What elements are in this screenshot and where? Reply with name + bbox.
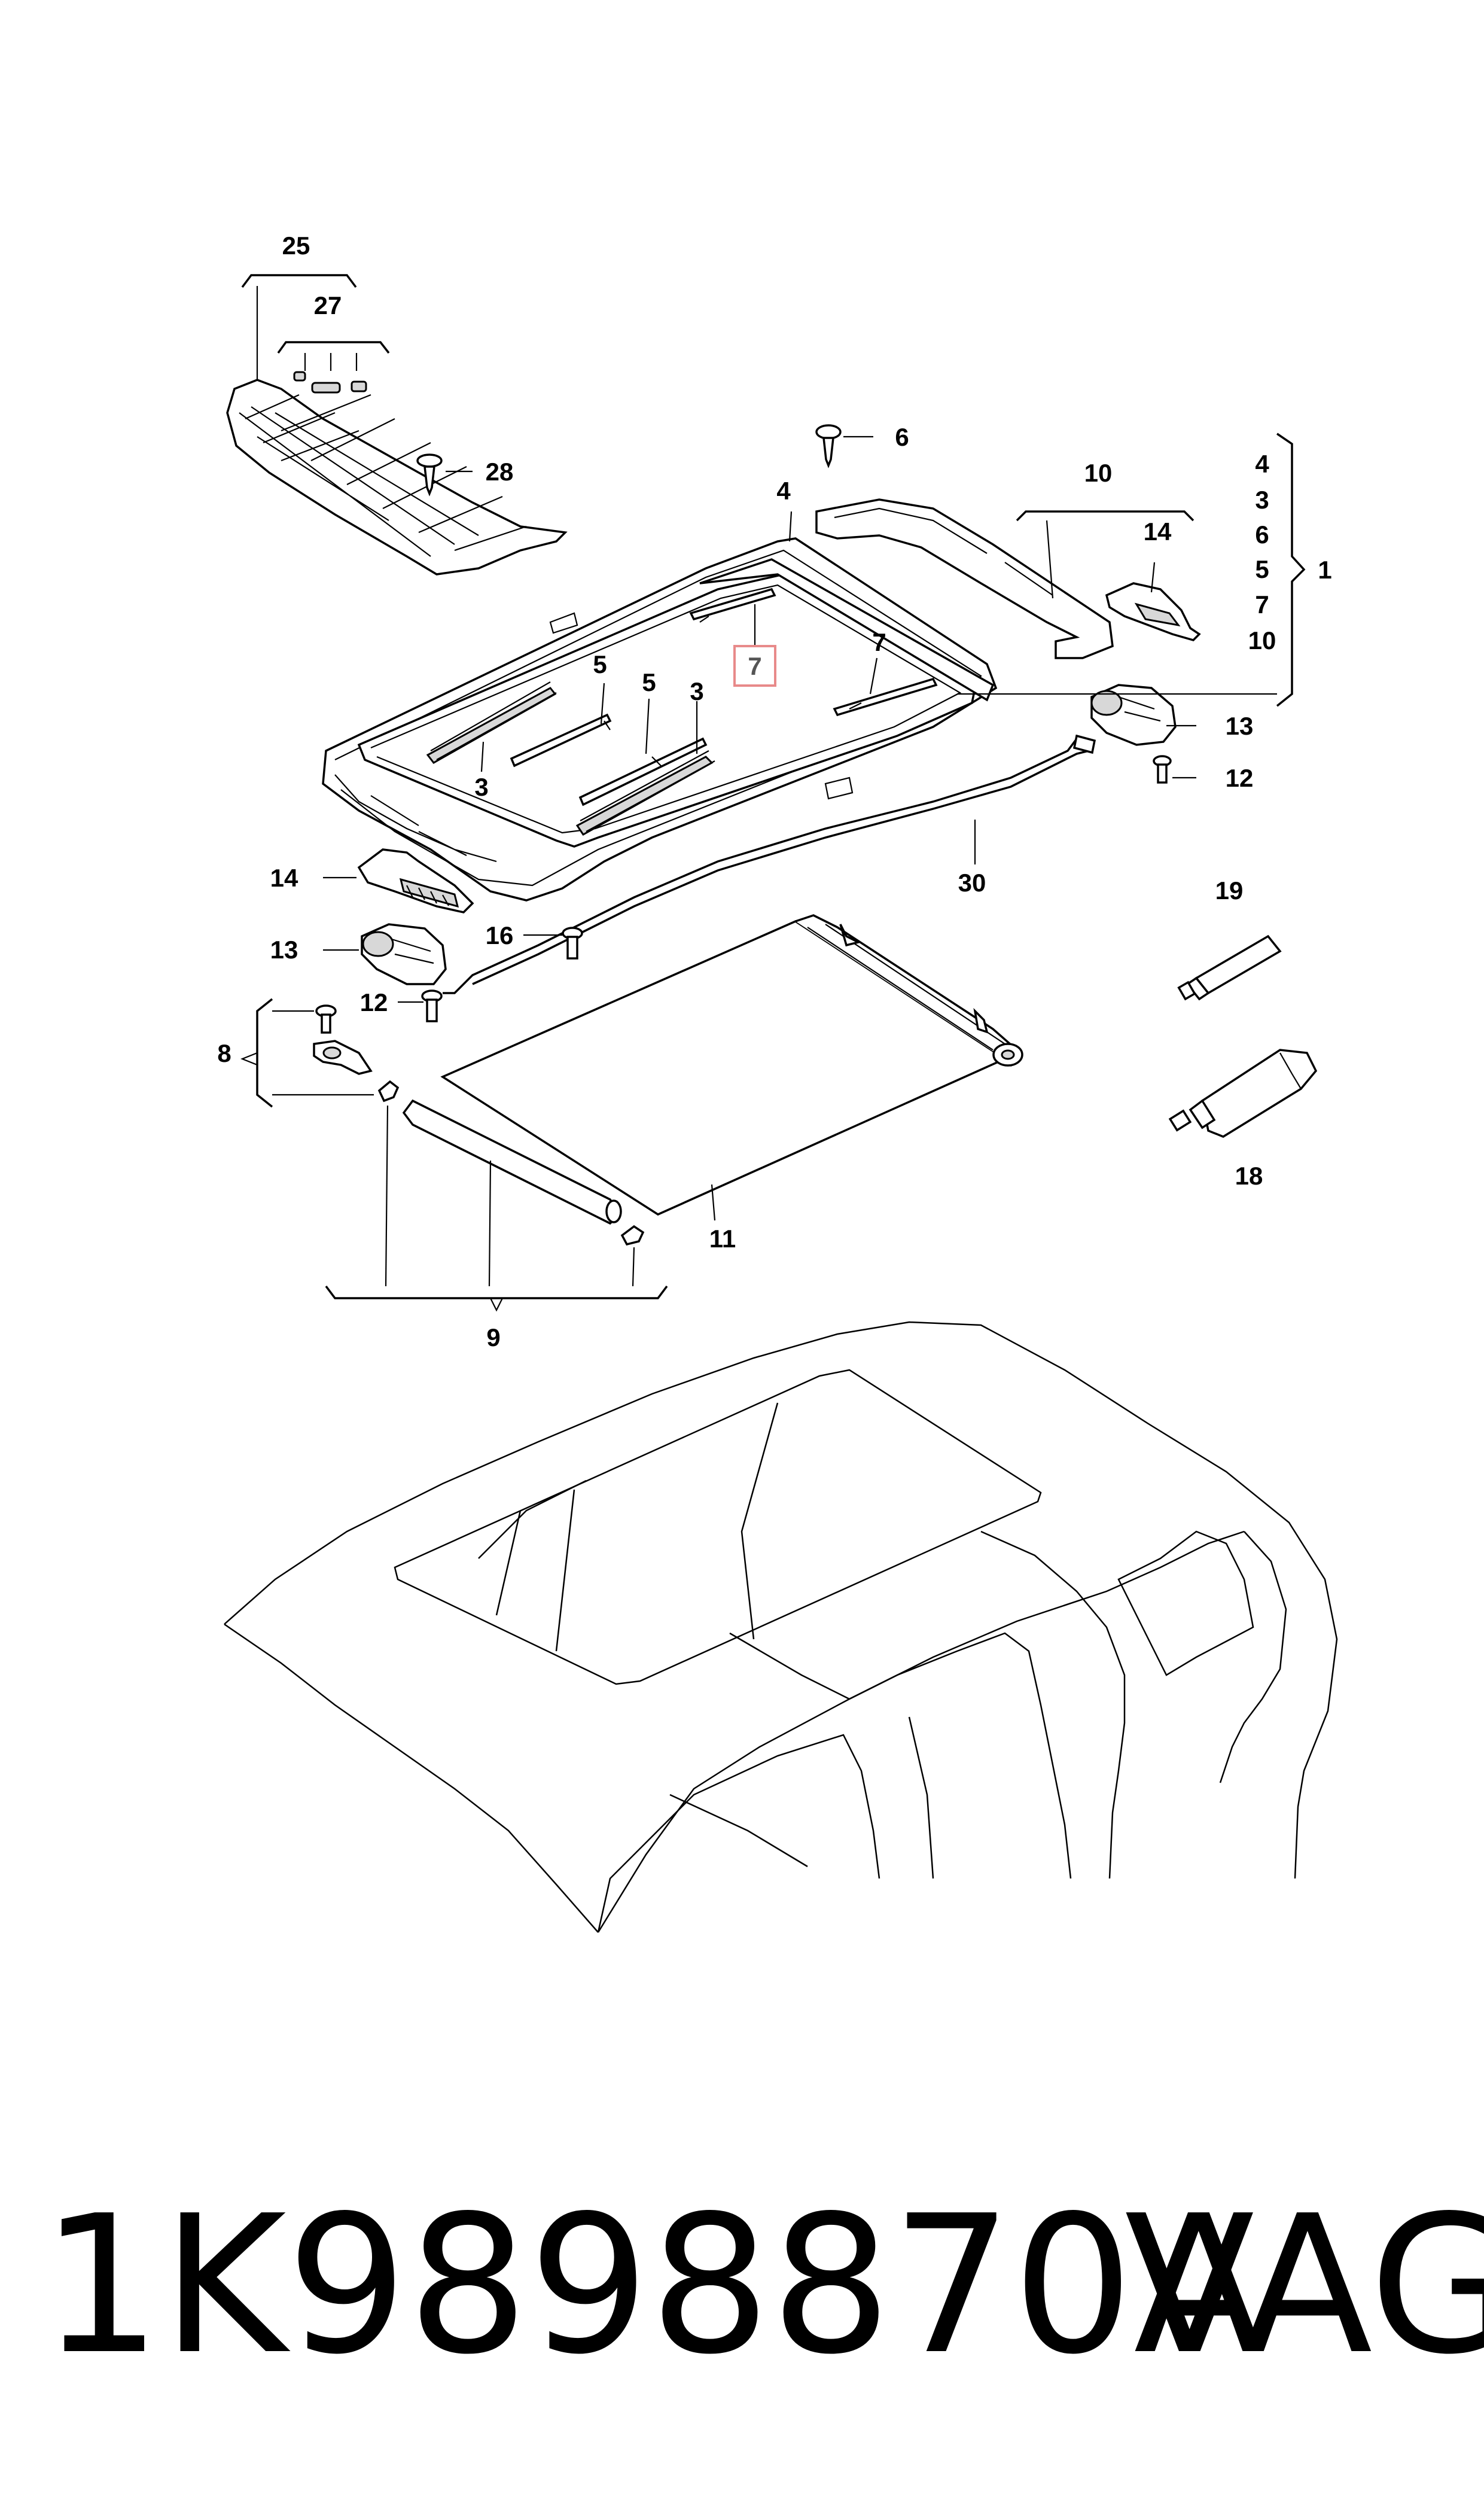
callout-5-left: 5: [593, 650, 607, 678]
tube-19: [1177, 934, 1282, 1001]
motor-13-right: [1090, 684, 1196, 784]
group-item-3: 3: [1255, 486, 1269, 514]
screw-6: [815, 424, 873, 468]
group-item-5: 5: [1255, 555, 1269, 583]
highlight-box: [733, 645, 776, 687]
group-label-1: 1: [1318, 556, 1331, 584]
callout-11: 11: [709, 1225, 736, 1253]
callout-14-left: 14: [270, 864, 298, 892]
bracket-9: [325, 1105, 668, 1312]
leader-lines: [480, 511, 878, 772]
car-outline: [224, 1321, 1338, 1933]
callout-19: 19: [1215, 876, 1244, 905]
group-item-7: 7: [1255, 590, 1269, 619]
tube-18: [1168, 1049, 1318, 1138]
wind-deflector-net: [226, 274, 568, 576]
sunshade-11: [377, 914, 1023, 1246]
callout-16: 16: [486, 921, 514, 949]
group-brace-1: [957, 433, 1306, 707]
screw-12-left: [398, 989, 443, 1022]
part-number: 1K9898870A: [41, 2175, 1264, 2396]
screw-16: [523, 927, 583, 960]
callout-25: 25: [282, 232, 310, 260]
callout-4: 4: [776, 477, 791, 505]
brand-name: VAG: [1125, 2175, 1484, 2396]
callout-18: 18: [1235, 1162, 1263, 1190]
callout-12-left: 12: [360, 988, 388, 1016]
callout-13-right: 13: [1226, 712, 1254, 740]
callout-9: 9: [486, 1323, 500, 1351]
callout-28: 28: [486, 458, 514, 486]
cable-30: [443, 734, 1096, 994]
guide-rails: [426, 587, 938, 836]
motor-13-left: [323, 923, 447, 985]
sunroof-frame: [322, 537, 998, 902]
group-list: 4 3 6 5 7 10 1: [1248, 450, 1332, 654]
callout-5-right: 5: [642, 668, 656, 696]
callout-7: 7: [872, 628, 886, 656]
gear-14-right: [1105, 562, 1201, 641]
callout-3-right: 3: [690, 677, 703, 705]
callout-13-left: 13: [270, 936, 298, 964]
callout-14-top: 14: [1144, 517, 1172, 546]
callout-8: 8: [217, 1039, 231, 1067]
gear-14-left: [323, 848, 474, 914]
callout-27: 27: [314, 291, 342, 319]
drain-channel-10: [815, 498, 1194, 659]
group-item-10: 10: [1248, 626, 1276, 654]
group-item-4: 4: [1255, 450, 1269, 478]
screw-28: [416, 453, 473, 497]
bracket-8: [240, 998, 374, 1108]
group-item-6: 6: [1255, 520, 1269, 549]
callout-6: 6: [895, 423, 909, 451]
callout-7-highlighted: 7: [748, 652, 761, 680]
callout-10: 10: [1084, 459, 1113, 487]
callout-3-left: 3: [474, 773, 488, 801]
callouts: 25 27 28 6 4 10 14 7 7 5 5 3 3 13 12 30 …: [217, 232, 1263, 1351]
callout-12-right: 12: [1226, 764, 1254, 792]
callout-30: 30: [958, 869, 986, 897]
